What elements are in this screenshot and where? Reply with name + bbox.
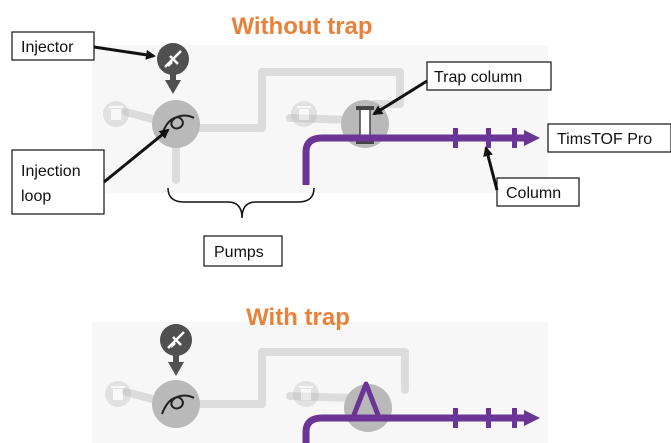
svg-text:TimsTOF Pro: TimsTOF Pro: [557, 131, 652, 148]
svg-text:Column: Column: [506, 185, 561, 202]
trash-icon: [103, 101, 129, 127]
label-column: Column: [496, 177, 580, 207]
syringe-icon: [167, 331, 185, 349]
injection-valve: [152, 100, 200, 148]
column-fittings: [453, 128, 517, 148]
svg-text:Injector: Injector: [21, 39, 74, 56]
loop-icon: [161, 394, 195, 415]
trash-icon: [105, 381, 131, 407]
injector: [157, 43, 189, 94]
trap-column-icon: [356, 106, 374, 144]
trash-icon: [291, 101, 317, 127]
svg-text:Pumps: Pumps: [214, 244, 264, 261]
label-injector: Injector: [11, 31, 95, 61]
trash-icon: [293, 381, 319, 407]
tubing: [122, 68, 404, 184]
panel-title: With trap: [246, 304, 350, 331]
panel-with-trap: With trap: [92, 304, 548, 443]
arrow-down-icon: [168, 362, 184, 376]
pointer-lines: [93, 45, 499, 191]
label-ms: TimsTOF Pro: [547, 123, 671, 153]
tubing: [122, 348, 409, 408]
label-trap-column: Trap column: [426, 61, 552, 91]
syringe-icon: [164, 50, 182, 68]
column-fittings: [453, 408, 517, 428]
label-pumps: Pumps: [203, 235, 283, 267]
svg-text:Trap column: Trap column: [434, 69, 522, 86]
injection-valve: [152, 380, 200, 428]
flow-path: [302, 130, 540, 185]
injector: [160, 324, 192, 376]
trap-valve: [344, 381, 392, 432]
pumps-brace: [167, 187, 315, 219]
svg-text:loop: loop: [21, 188, 51, 205]
flow-path: [302, 410, 540, 443]
panel-without-trap: Without trap: [11, 13, 671, 267]
loop-icon: [161, 114, 195, 135]
panel-title: Without trap: [231, 13, 372, 40]
svg-text:Injection: Injection: [21, 163, 81, 180]
label-injection-loop: Injection loop: [11, 149, 105, 215]
arrow-down-icon: [165, 80, 181, 94]
trap-flow-path: [349, 381, 383, 421]
